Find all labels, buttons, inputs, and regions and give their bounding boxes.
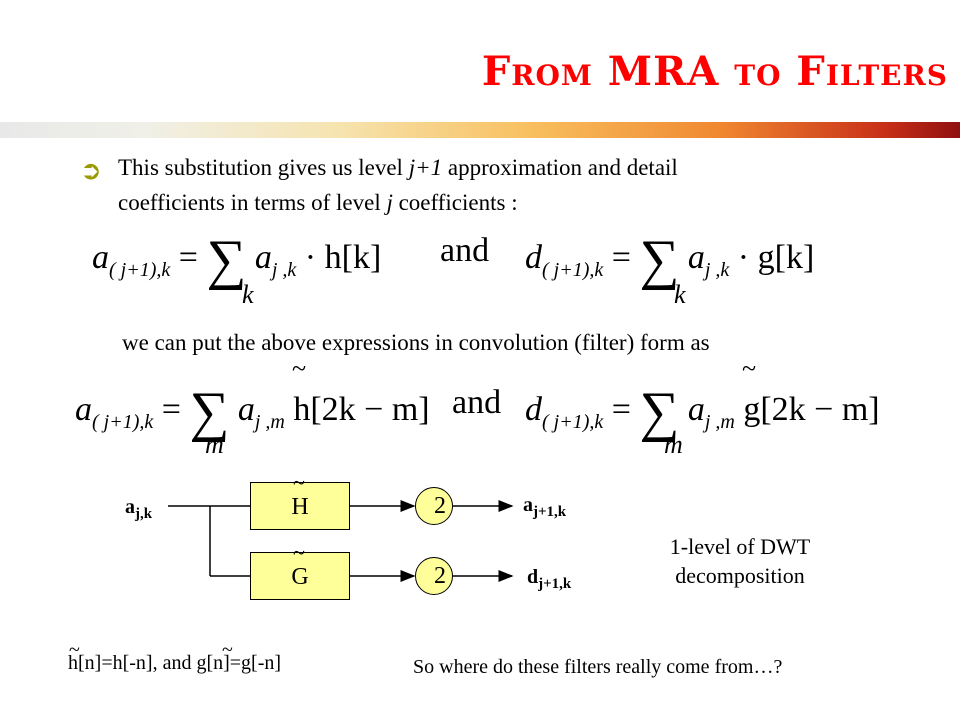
equation-1-approx: a( j+1),k = ∑ aj ,k · h[k] xyxy=(92,229,382,291)
equation-1-and: and xyxy=(440,232,490,269)
footer-g-tilde: ~ xyxy=(222,639,233,661)
output-a-label: aj+1,k xyxy=(523,494,567,520)
filter-g-box: G xyxy=(250,552,350,600)
bullet-arrow-icon: ➲ xyxy=(80,156,102,186)
equation-2-index-a: m xyxy=(205,430,224,459)
h-tilde-mark: ~ xyxy=(292,354,307,383)
title-gradient-bar xyxy=(0,122,960,138)
equation-1-index-a: k xyxy=(242,280,254,309)
equation-1-index-d: k xyxy=(674,280,686,309)
filter-h-box: H xyxy=(250,482,350,530)
slide-title: From MRA to Filters xyxy=(481,48,948,95)
filter-g-tilde: ~ xyxy=(293,540,305,565)
equation-1-detail: d( j+1),k = ∑ aj ,k · g[k] xyxy=(525,229,815,291)
equation-2-approx: a( j+1),k = ∑ aj ,m h[2k − m] xyxy=(75,381,430,443)
convolution-text: we can put the above expressions in conv… xyxy=(122,330,710,355)
filter-h-tilde: ~ xyxy=(293,470,305,495)
downsample-h-node: 2 xyxy=(415,487,453,525)
equation-2-detail: d( j+1),k = ∑ aj ,m g[2k − m] xyxy=(525,381,880,443)
footer-h-tilde: ~ xyxy=(69,639,80,661)
g-tilde-mark: ~ xyxy=(742,354,757,383)
bullet-line-2: coefficients in terms of level j coeffic… xyxy=(118,190,518,215)
equation-2-and: and xyxy=(452,384,502,421)
bullet-line-1: This substitution gives us level j+1 app… xyxy=(118,155,678,180)
dwt-note: 1-level of DWT decomposition xyxy=(669,534,811,588)
downsample-g-node: 2 xyxy=(415,557,453,595)
output-d-label: dj+1,k xyxy=(527,566,572,592)
equation-2-index-d: m xyxy=(664,430,683,459)
tilde-definition: h[n]=h[-n], and g[n]=g[-n] xyxy=(68,652,282,674)
closing-question: So where do these filters really come fr… xyxy=(413,656,783,678)
input-label: aj,k xyxy=(125,496,153,522)
